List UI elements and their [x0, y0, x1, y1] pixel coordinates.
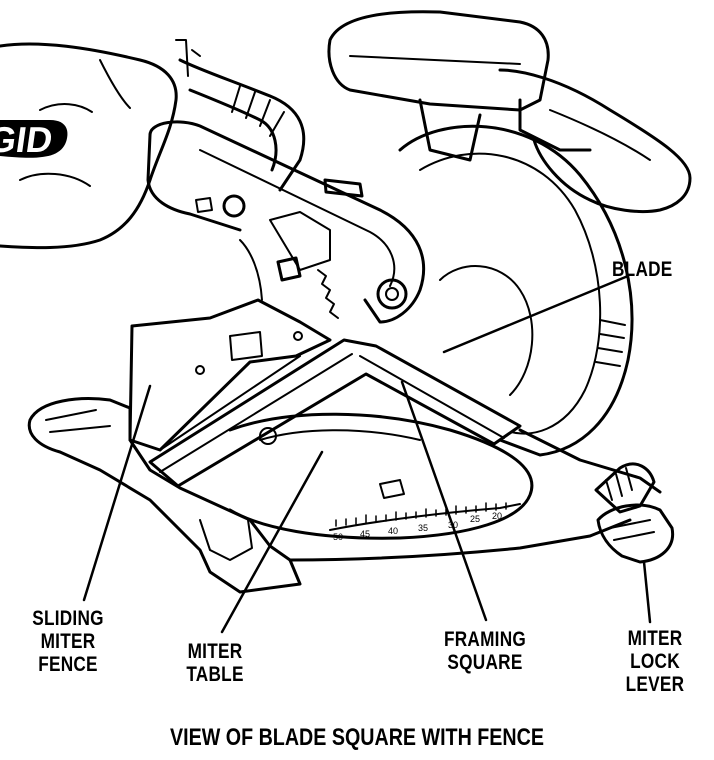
scale-mark-35: 35 [418, 523, 428, 533]
callout-miter-table: MITER TABLE [170, 640, 260, 686]
callout-lever-line-1: MITER [627, 627, 683, 650]
scale-mark-50: 50 [333, 532, 343, 542]
callout-square-line-2: SQUARE [447, 651, 523, 674]
callout-sliding-line-1: SLIDING [32, 607, 104, 630]
leader-sliding-fence [82, 384, 152, 602]
scale-mark-40: 40 [388, 526, 398, 536]
callout-lever-line-2: LOCK [630, 650, 680, 673]
hand-glove [0, 42, 178, 250]
saw-blade-teeth [317, 269, 339, 319]
callout-framing-square: FRAMING SQUARE [432, 628, 539, 674]
callout-sliding-miter-fence: SLIDING MITER FENCE [19, 607, 117, 676]
callout-blade: BLADE [612, 258, 702, 281]
leader-miter-table [220, 450, 324, 634]
leader-blade [442, 274, 630, 354]
miter-table [228, 412, 534, 540]
callout-blade-line-1: BLADE [612, 258, 673, 281]
callout-sliding-line-2: MITER [40, 630, 96, 653]
leader-miter-lock-lever [642, 560, 652, 624]
motor-housing [327, 10, 692, 214]
saw-base [27, 397, 662, 594]
callout-sliding-line-3: FENCE [38, 653, 98, 676]
callout-table-line-2: TABLE [186, 663, 244, 686]
svg-text:GID: GID [0, 119, 55, 160]
brand-logo: GID [0, 119, 55, 160]
framing-square [148, 338, 522, 488]
callout-lever-line-3: LEVER [625, 673, 685, 696]
saw-arm [146, 120, 426, 324]
miter-lock-lever [594, 462, 675, 564]
callout-table-line-1: MITER [187, 640, 243, 663]
blade-guard [398, 124, 634, 457]
scale-mark-25: 25 [470, 514, 480, 524]
dust-hose [175, 39, 306, 192]
leader-framing-square [400, 380, 488, 622]
figure-caption: VIEW OF BLADE SQUARE WITH FENCE [170, 724, 544, 751]
scale-mark-45: 45 [360, 529, 370, 539]
sliding-fence-plate [128, 298, 332, 452]
scale-mark-20: 20 [492, 511, 502, 521]
callout-miter-lock-lever: MITER LOCK LEVER [610, 627, 700, 696]
callout-square-line-1: FRAMING [443, 628, 527, 651]
leader-lines [82, 274, 652, 634]
